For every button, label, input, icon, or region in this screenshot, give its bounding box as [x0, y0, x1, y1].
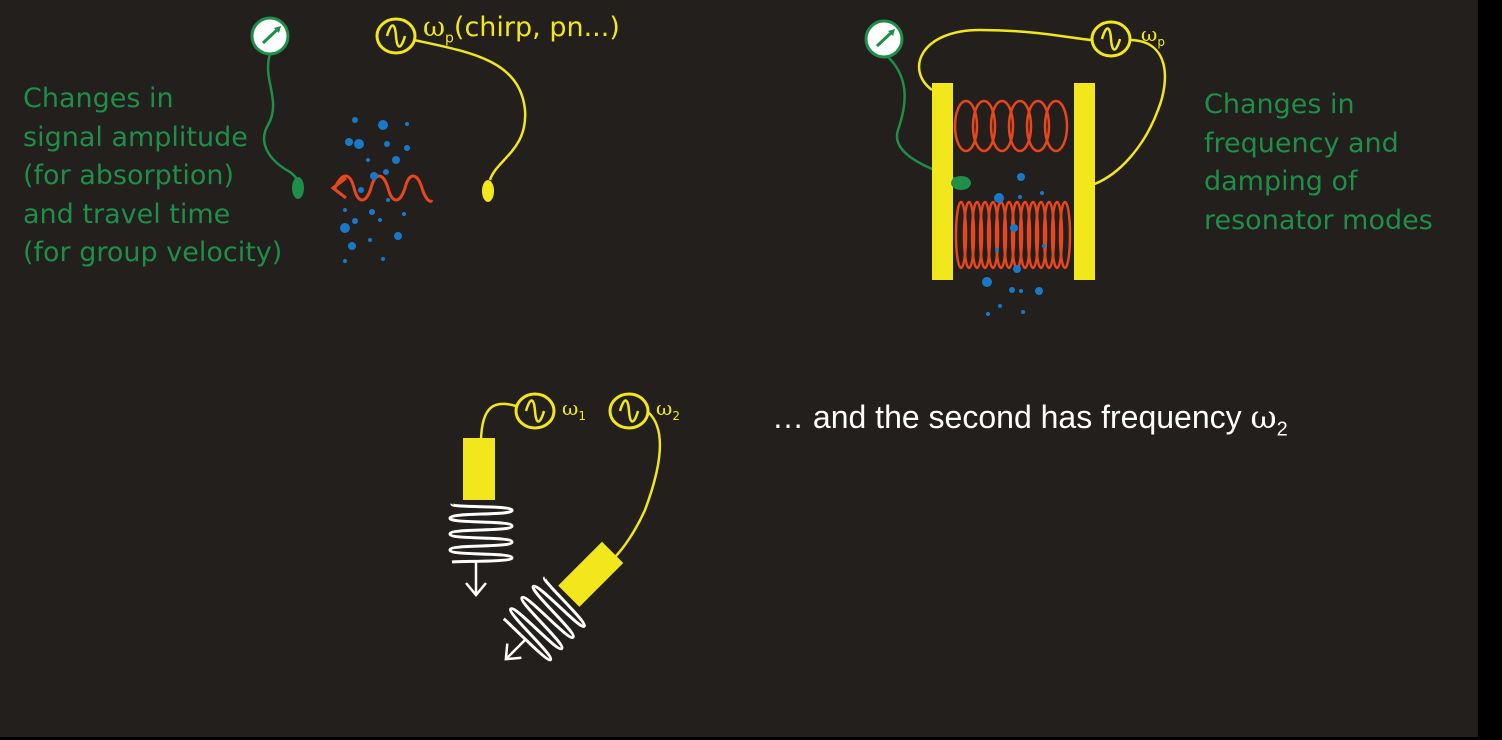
- meter-icon: [864, 19, 904, 59]
- receiver-probe: [292, 177, 304, 199]
- omega-subscript: p: [445, 30, 454, 47]
- source2-label: ω2: [656, 396, 680, 423]
- omega-subscript: 2: [672, 409, 680, 423]
- caption-line: damping of: [1204, 166, 1358, 197]
- bottom-experiment: [448, 392, 662, 662]
- caption-line: (for group velocity): [23, 237, 283, 268]
- right-caption: Changes in frequency and damping of resonat…: [1204, 86, 1433, 240]
- caption-line: resonator modes: [1204, 204, 1433, 236]
- omega-symbol: ω: [1250, 398, 1277, 436]
- ac-source-icon: [608, 392, 650, 430]
- caption-line: signal amplitude: [23, 121, 248, 153]
- ac-source-icon: [1090, 20, 1132, 58]
- plate-icon: [932, 83, 953, 280]
- ac-source-icon: [375, 17, 417, 55]
- source-wire: [479, 402, 517, 441]
- caption-line: Changes in: [1204, 89, 1355, 120]
- resonator-mode-high: [954, 200, 1072, 270]
- source-wire-return: [1091, 38, 1167, 187]
- caption-line: frequency and: [1204, 127, 1399, 159]
- plate-icon: [1074, 83, 1095, 280]
- omega-symbol: ω: [656, 396, 673, 420]
- statement-body: … and the second has frequency: [772, 399, 1251, 435]
- meter-icon: [250, 16, 290, 56]
- omega-symbol: ω: [423, 12, 446, 43]
- wave-arrow-icon: [330, 174, 434, 203]
- source-wire: [917, 28, 1094, 92]
- statement-text: … and the second has frequency ω2: [772, 398, 1288, 441]
- source-wire: [613, 411, 662, 559]
- right-source-label: ωp: [1141, 22, 1165, 49]
- coil-icon: [502, 541, 624, 662]
- source1-label: ω1: [562, 396, 586, 423]
- caption-line: (for absorption): [23, 160, 235, 191]
- particle-cloud: [982, 173, 1046, 316]
- omega-symbol: ω: [1141, 22, 1158, 46]
- meter-wire: [887, 56, 959, 182]
- omega-symbol: ω: [562, 396, 579, 420]
- left-caption: Changes in signal amplitude (for absorptio…: [23, 80, 282, 273]
- caption-line: Changes in: [23, 83, 174, 114]
- coil-icon: [448, 438, 514, 597]
- left-source-label: ωp(chirp, pn...): [423, 12, 620, 46]
- resonator-mode-low: [953, 99, 1069, 153]
- caption-line: and travel time: [23, 198, 231, 230]
- emitter-probe: [482, 180, 494, 202]
- source-note: (chirp, pn...): [453, 12, 620, 43]
- omega-subscript: 2: [1276, 418, 1288, 441]
- omega-subscript: 1: [578, 409, 586, 423]
- omega-subscript: p: [1157, 35, 1165, 49]
- receiver-probe: [951, 176, 971, 190]
- ac-source-icon: [514, 392, 556, 430]
- left-experiment: [250, 16, 527, 263]
- right-experiment: [864, 19, 1167, 316]
- particle-cloud: [340, 117, 410, 263]
- source-wire: [413, 38, 527, 181]
